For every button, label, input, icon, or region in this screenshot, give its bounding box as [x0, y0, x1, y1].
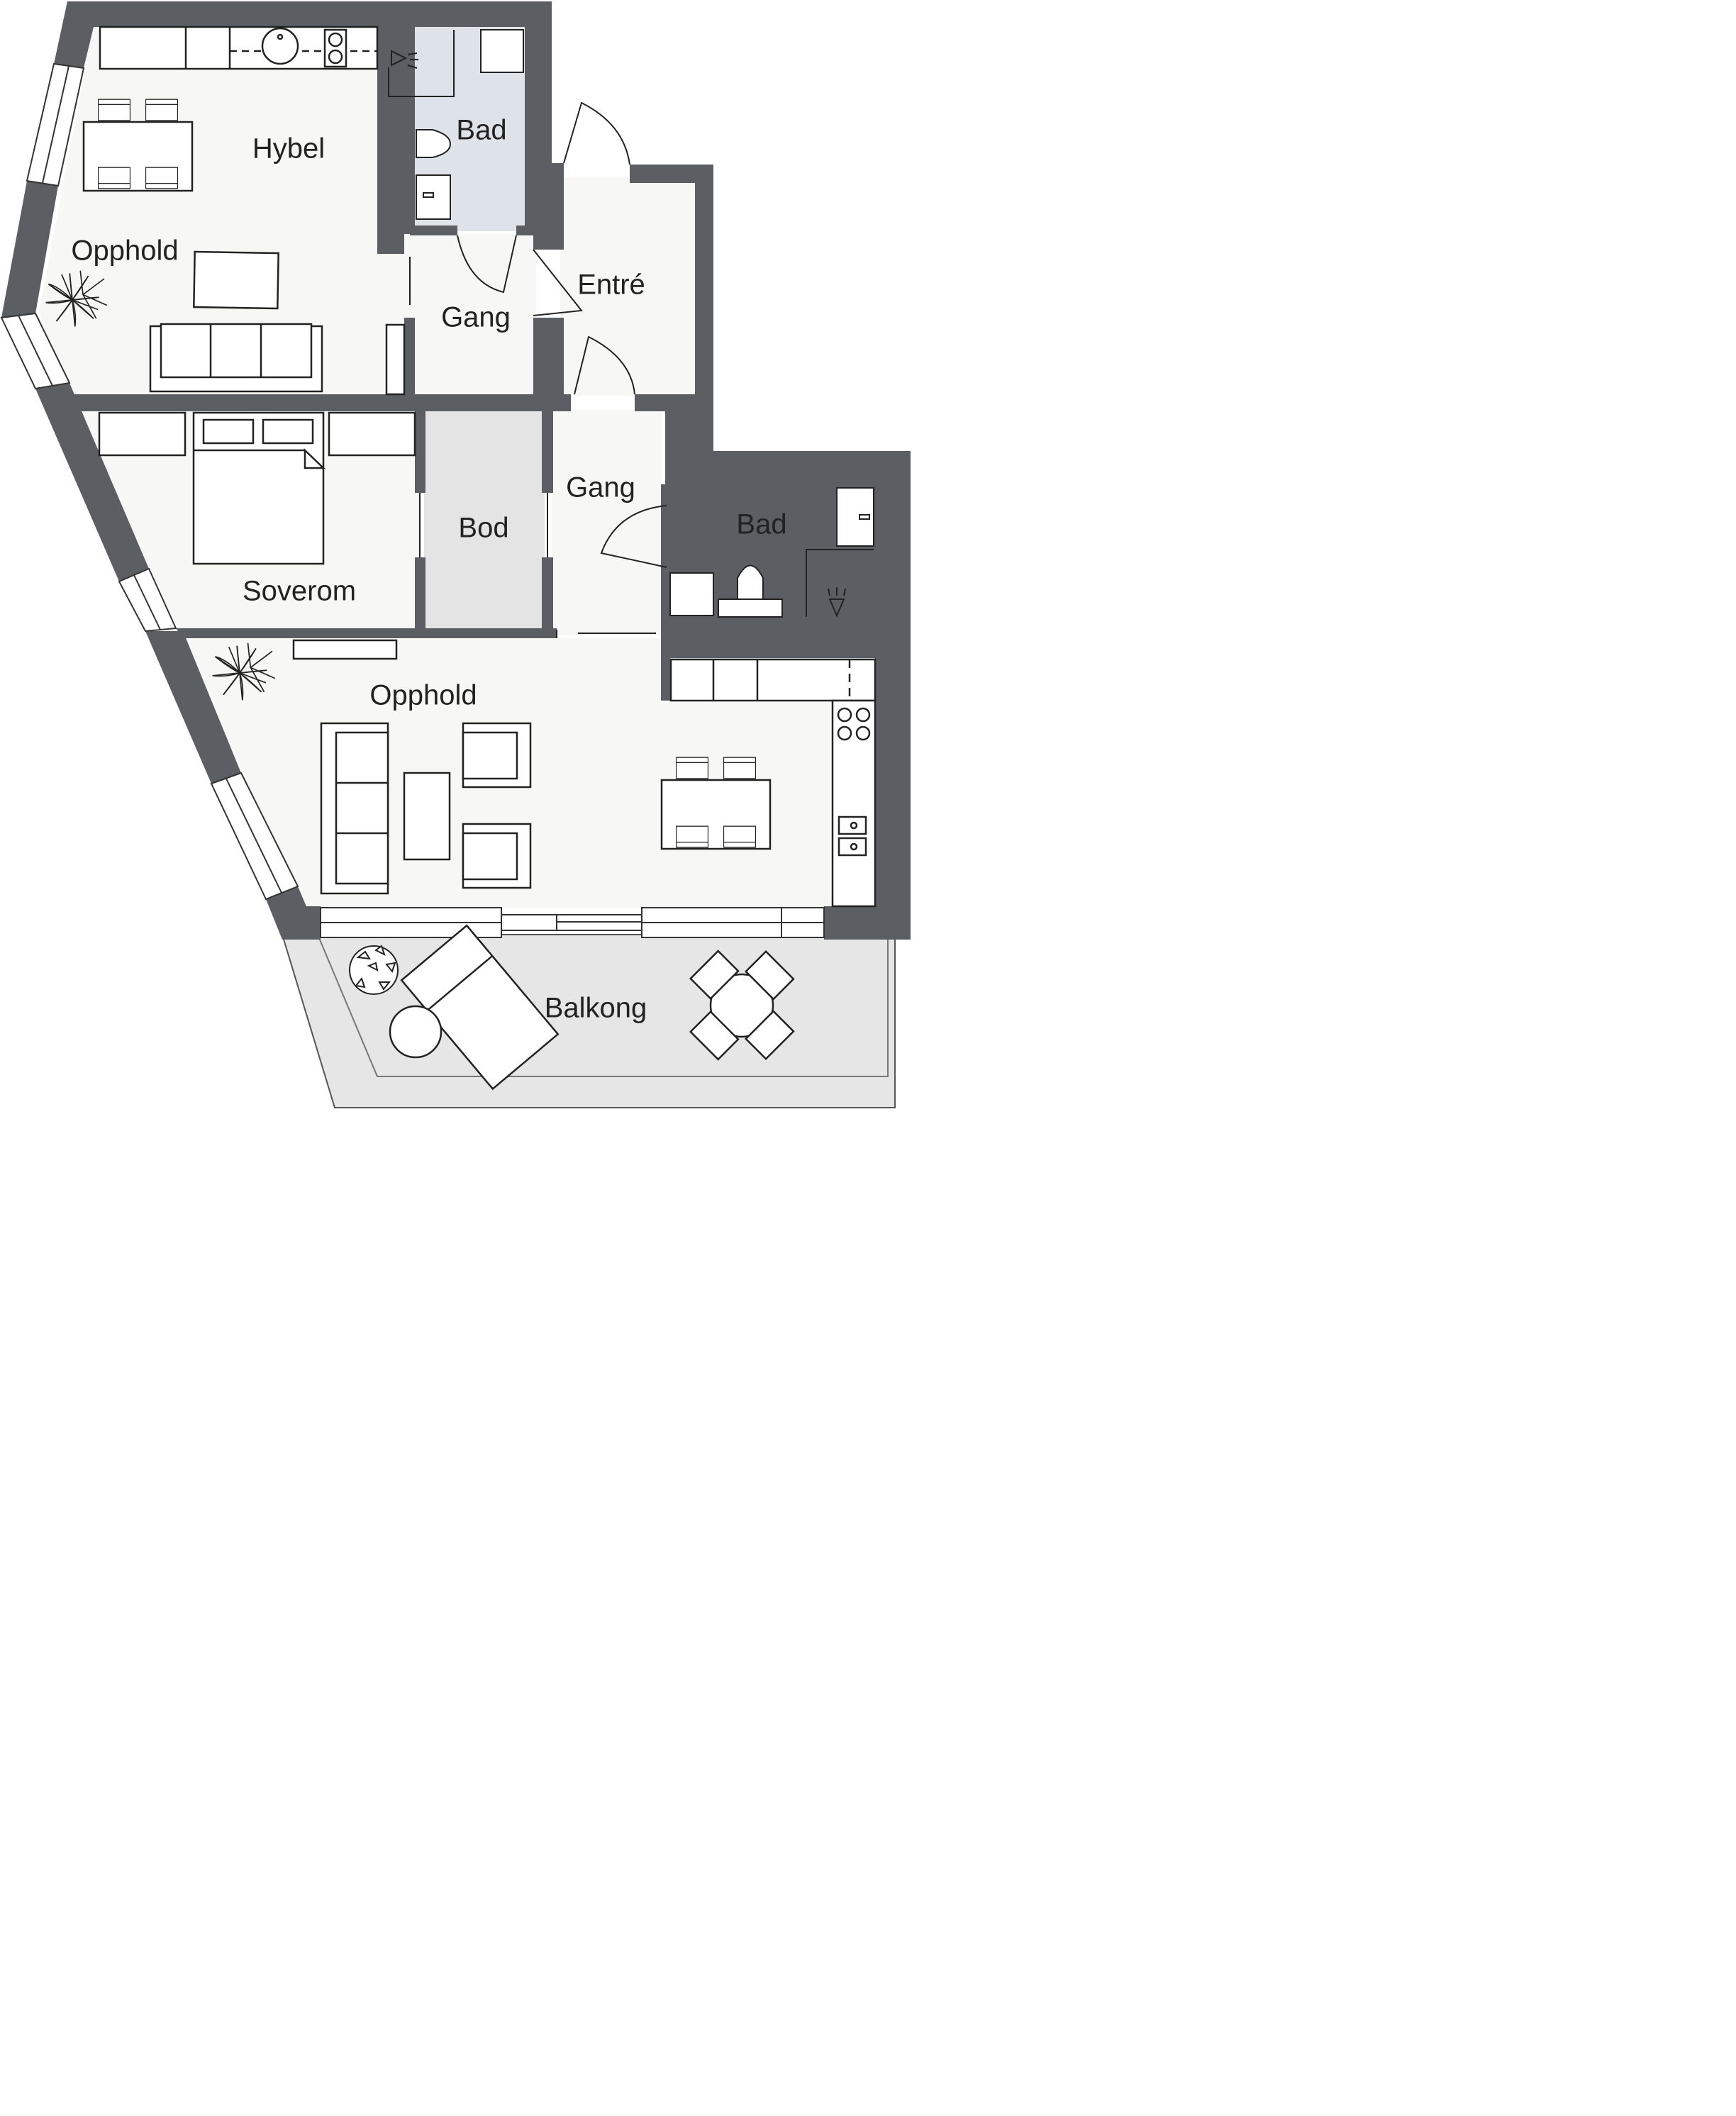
toilet-right-icon [737, 564, 764, 600]
wall-bod-right [542, 410, 553, 493]
room-label-bad-right: Bad [736, 509, 786, 540]
wall-gang-hybel [404, 318, 415, 397]
room-label-gang-mid: Gang [566, 472, 635, 503]
bad-top-furniture [388, 29, 524, 220]
flower-pot-icon [349, 945, 399, 995]
door-entre-left [533, 249, 583, 316]
room-label-bad-top: Bad [456, 115, 506, 146]
wall-left-upper [1, 181, 58, 318]
shower-icon [388, 30, 455, 97]
wall-entre-top [630, 165, 713, 397]
room-label-opphold-main: Opphold [369, 680, 477, 711]
hybel-furniture [82, 26, 406, 396]
wall-bad-left [377, 26, 415, 254]
gang-mid-floor [552, 410, 662, 635]
balcony-chairs [689, 950, 795, 1061]
wall-horizontal-1 [69, 394, 571, 411]
wall-bad-bottom [410, 225, 457, 235]
wall-soverom-right [415, 410, 425, 493]
door-bad-right [600, 505, 667, 568]
wall-bod-right-lower [542, 557, 553, 638]
soverom-furniture [98, 411, 416, 565]
kitchen-upper [669, 658, 877, 702]
tv-bench [292, 639, 398, 660]
bathroom-sink-right [836, 487, 874, 547]
toilet-base [718, 598, 783, 618]
coffee-table-main [403, 772, 451, 861]
wall-bad-bottom-right [516, 225, 536, 235]
door-gang-mid [574, 335, 635, 395]
room-label-entre: Entré [577, 269, 645, 301]
living-furniture [292, 639, 877, 908]
wall-entre-left [533, 318, 564, 397]
main-floor [39, 26, 410, 396]
room-label-hybel: Hybel [252, 133, 325, 165]
shower-right [806, 549, 874, 617]
room-label-bod: Bod [458, 513, 508, 544]
wall-horizontal-2 [176, 628, 557, 638]
gang-top-floor [410, 234, 536, 396]
bad-right-furniture [669, 487, 874, 618]
wardrobe-left [98, 411, 187, 457]
wall-left-mid [145, 631, 241, 784]
wardrobe-right [328, 411, 416, 457]
door-entre-main [563, 101, 630, 165]
balcony-furniture [349, 924, 795, 1091]
room-label-balkong: Balkong [545, 993, 647, 1024]
coffee-table-hybel [193, 250, 279, 310]
wall-bad-right [525, 27, 564, 250]
washer-icon [480, 29, 524, 73]
wall-soverom-right-lower [415, 557, 425, 630]
windows [0, 62, 825, 938]
room-label-opphold-hybel: Opphold [71, 235, 178, 267]
wall-bad-right-bottom [661, 617, 877, 658]
side-table-round [389, 1005, 443, 1059]
wall-left-mid-upper [35, 383, 149, 581]
room-label-gang-top: Gang [441, 302, 511, 333]
door-bad-top [457, 235, 517, 294]
wall-bottom-left [291, 906, 321, 940]
bod-floor [424, 410, 545, 628]
cabinet-hybel [385, 323, 406, 396]
toilet-icon [416, 129, 452, 158]
balcony-inner-edge [317, 934, 889, 1077]
room-labels: Hybel Opphold Bad Entré Gang Soverom Bod… [71, 115, 786, 1024]
doors [409, 101, 667, 638]
round-table [709, 973, 774, 1038]
window-soverom [118, 567, 177, 633]
wall-top-left [54, 1, 386, 68]
room-label-soverom: Soverom [243, 576, 356, 607]
washer-right [669, 572, 714, 616]
sink-icon [261, 27, 299, 65]
sun-lounger [400, 924, 560, 1091]
